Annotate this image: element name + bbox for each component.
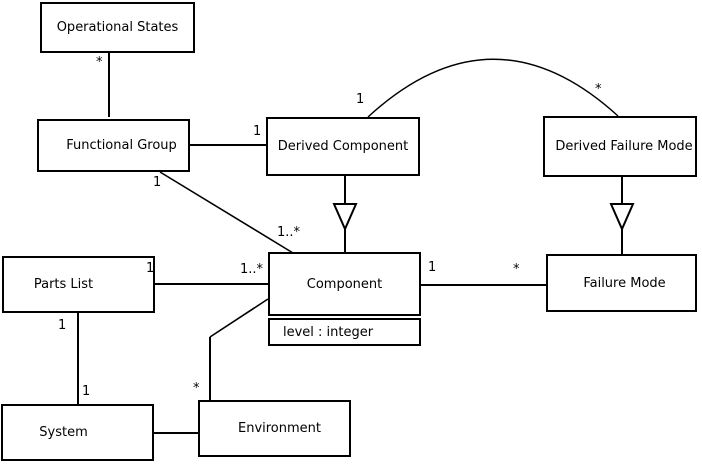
class-name: Functional Group bbox=[66, 138, 177, 153]
class-name: Environment bbox=[237, 421, 321, 436]
generalization-arrow-derived-failure-mode-icon bbox=[609, 203, 635, 232]
multiplicity-label-failure-mode-left: * bbox=[513, 262, 520, 277]
class-box-derived-component[interactable]: Derived Component bbox=[266, 117, 420, 176]
multiplicity-label-parts-list-bottom: 1 bbox=[58, 318, 67, 333]
multiplicity-label-derived-component-arc: 1 bbox=[356, 92, 365, 107]
class-box-component[interactable]: Component bbox=[268, 252, 421, 316]
multiplicity-label-system-top: 1 bbox=[82, 384, 91, 399]
class-box-derived-failure-mode[interactable]: Derived Failure Mode bbox=[543, 116, 697, 177]
multiplicity-label-parts-list-right: 1 bbox=[146, 261, 155, 276]
class-name: Operational States bbox=[56, 20, 179, 35]
multiplicity-label-component-right: 1 bbox=[428, 260, 437, 275]
class-box-failure-mode[interactable]: Failure Mode bbox=[546, 254, 697, 312]
multiplicity-label-derived-failure-mode-arc: * bbox=[595, 82, 602, 97]
attribute-level-integer: level : integer bbox=[283, 324, 374, 340]
multiplicity-label-component-left: 1..* bbox=[240, 262, 264, 277]
class-box-environment[interactable]: Environment bbox=[198, 400, 351, 457]
class-name: System bbox=[39, 425, 88, 440]
class-box-operational-states[interactable]: Operational States bbox=[40, 2, 195, 53]
class-name: Derived Failure Mode bbox=[555, 139, 693, 154]
multiplicity-label-environment-top: * bbox=[193, 381, 200, 396]
class-name: Derived Component bbox=[277, 139, 409, 154]
generalization-arrow-derived-component-icon bbox=[332, 203, 358, 232]
multiplicity-label-operational-states: * bbox=[96, 55, 103, 70]
class-box-parts-list[interactable]: Parts List bbox=[2, 256, 155, 313]
class-name: Component bbox=[306, 276, 383, 292]
class-box-functional-group[interactable]: Functional Group bbox=[37, 119, 190, 172]
multiplicity-label-derived-component-left: 1 bbox=[253, 124, 262, 139]
class-name: Failure Mode bbox=[583, 275, 666, 291]
class-box-system[interactable]: System bbox=[1, 404, 154, 461]
assoc-derived-component-derived-failure-mode-arc bbox=[367, 58, 619, 118]
class-attributes-component[interactable]: level : integer bbox=[268, 318, 421, 346]
class-name: Parts List bbox=[33, 277, 94, 292]
assoc-environment-component-diagonal bbox=[209, 298, 269, 338]
multiplicity-label-functional-group-bottom: 1 bbox=[153, 175, 162, 190]
assoc-functional-group-component bbox=[159, 171, 294, 254]
multiplicity-label-component-top-left: 1..* bbox=[277, 225, 301, 240]
